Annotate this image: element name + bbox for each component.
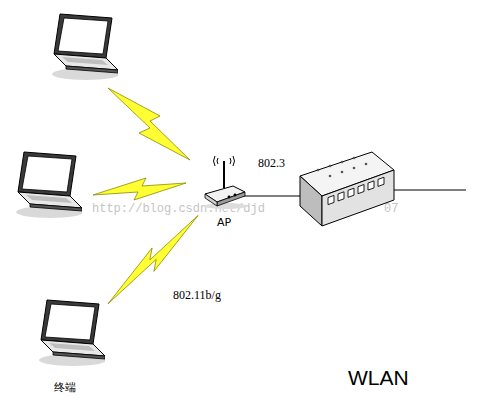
node-label: AP — [198, 216, 250, 229]
laptop-icon — [52, 14, 120, 80]
access-point: AP — [198, 148, 250, 232]
ethernet-wire — [240, 196, 306, 197]
uplink-wire — [388, 190, 466, 191]
edge-label: 802.11b/g — [173, 288, 221, 303]
wireless-bolt — [108, 88, 190, 160]
node-label: 终端 — [22, 380, 108, 395]
link-label: 802.3 — [258, 156, 285, 171]
laptop-icon — [16, 152, 84, 218]
watermark: 07 — [384, 202, 398, 216]
terminal-laptop: 终端 — [22, 296, 108, 396]
wireless-bolt — [93, 178, 186, 200]
diagram-title-label: WLAN — [348, 366, 409, 390]
